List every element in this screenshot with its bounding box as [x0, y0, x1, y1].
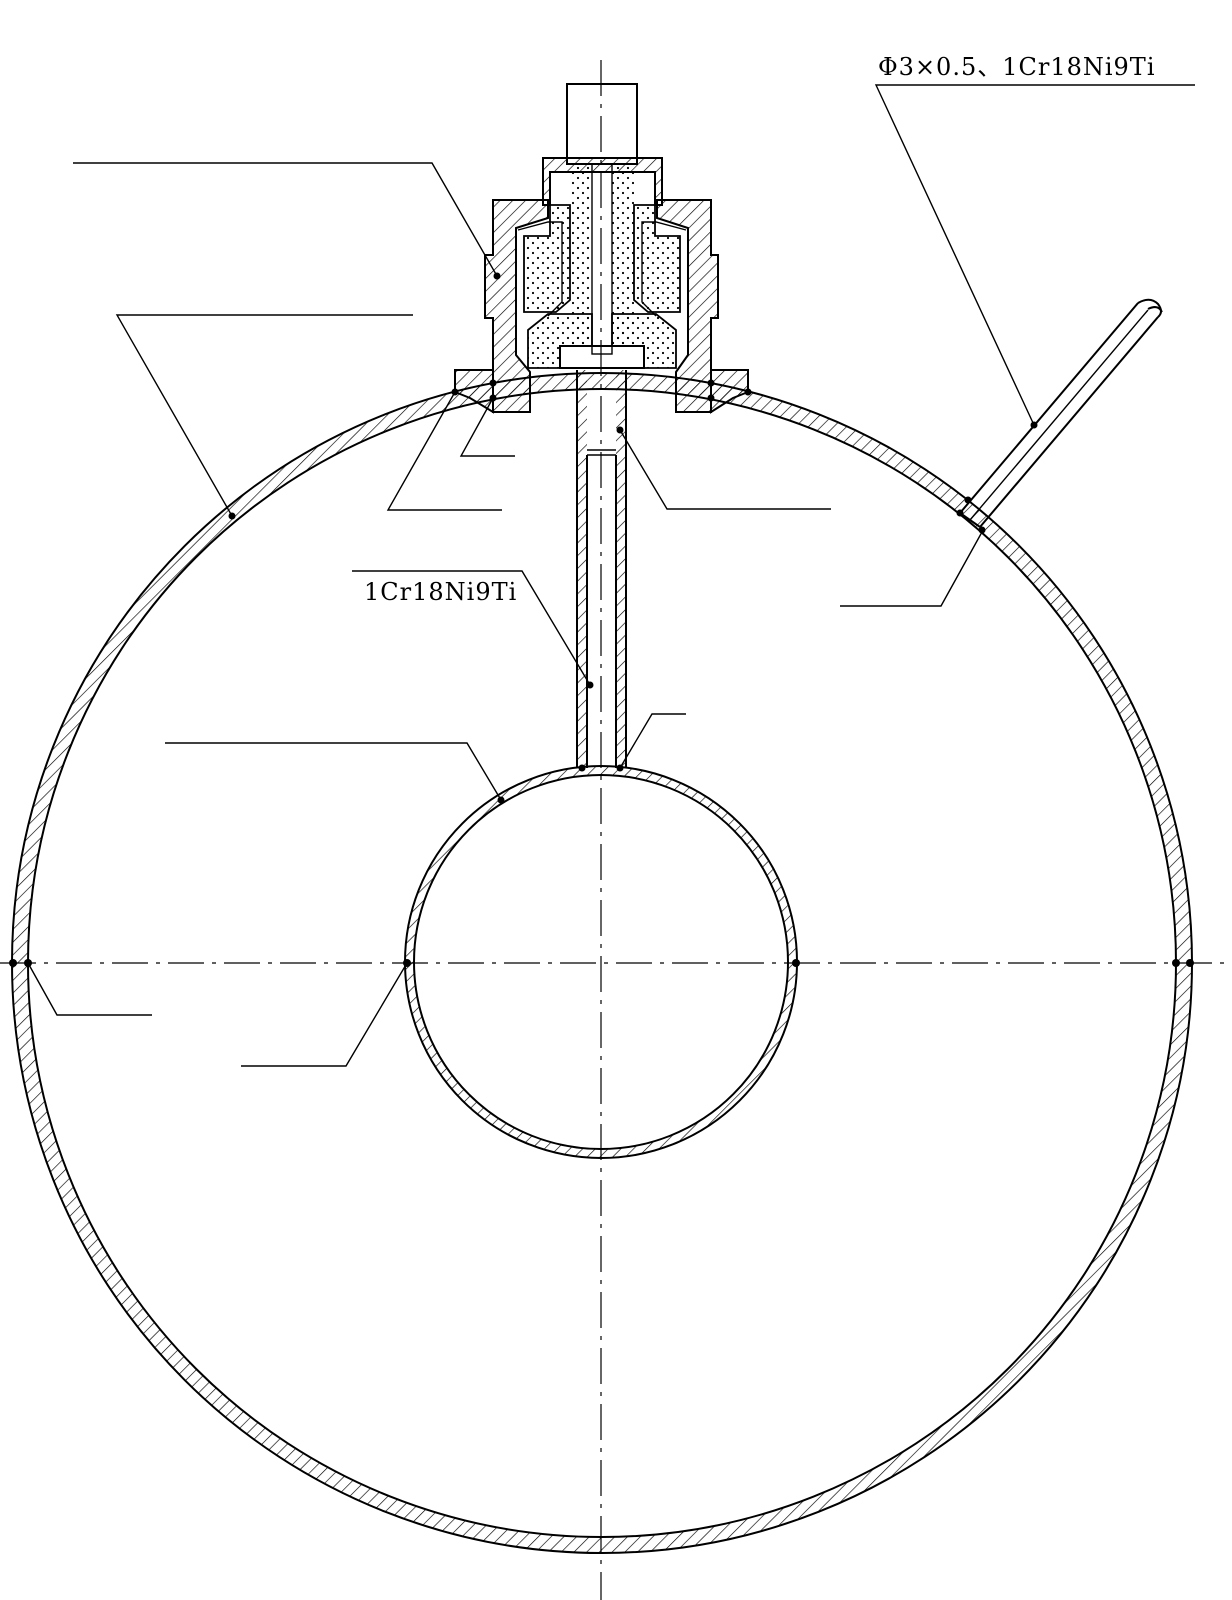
connector-fitting: [454, 83, 749, 414]
reference-dots: [9, 272, 1194, 967]
leader-lines: [27, 84, 1195, 1067]
thermocouple-tube: [959, 298, 1163, 528]
connecting-pipe: [576, 370, 627, 768]
centerlines: [0, 60, 1232, 1600]
tube-material-label: 1Cr18Ni9Ti: [364, 578, 517, 606]
tube-spec-label: Φ3×0.5、1Cr18Ni9Ti: [878, 53, 1156, 81]
